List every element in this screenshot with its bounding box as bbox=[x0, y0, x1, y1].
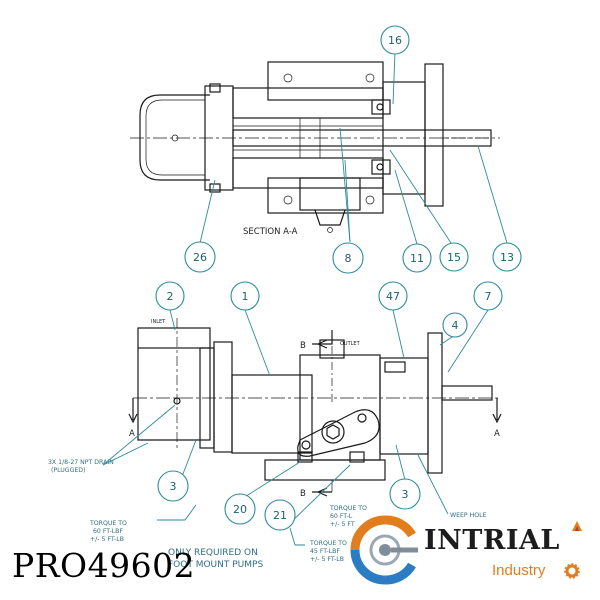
part-number: PRO49602 bbox=[12, 546, 196, 585]
brand-subtitle: Industry bbox=[492, 562, 546, 579]
torque-mid-line3: +/- 5 FT-LB bbox=[310, 556, 344, 563]
balloon-8: 8 bbox=[332, 242, 364, 274]
balloon-26: 26 bbox=[184, 241, 216, 273]
svg-text:8: 8 bbox=[345, 252, 352, 265]
section-mark-b-bottom: B bbox=[300, 489, 306, 499]
svg-text:26: 26 bbox=[193, 251, 207, 264]
torque-right-line3: +/- 5 FT bbox=[330, 521, 355, 528]
svg-text:1: 1 bbox=[242, 290, 249, 303]
balloon-13: 13 bbox=[492, 242, 522, 272]
drain-note-line2: (PLUGGED) bbox=[51, 467, 86, 474]
section-mark-b-top: B bbox=[300, 341, 306, 351]
torque-mid-line1: TORQUE TO bbox=[309, 540, 347, 547]
brand-logo: INTRIAL Industry bbox=[350, 515, 590, 585]
balloon-16: 16 bbox=[380, 25, 410, 55]
weep-hole-note: WEEP HOLE bbox=[450, 512, 487, 519]
balloon-3-left: 3 bbox=[157, 470, 189, 502]
outlet-label: OUTLET bbox=[340, 341, 361, 347]
inlet-label: INLET bbox=[151, 319, 166, 325]
torque-left-line1: TORQUE TO bbox=[89, 520, 127, 527]
balloon-20: 20 bbox=[224, 493, 256, 525]
gear-logo-icon bbox=[350, 515, 418, 585]
section-a-a-view: SECTION A-A 16 26 8 11 15 13 bbox=[130, 25, 522, 274]
svg-text:20: 20 bbox=[233, 503, 247, 516]
svg-text:16: 16 bbox=[388, 34, 402, 47]
balloon-3-right: 3 bbox=[389, 478, 421, 510]
foot-mount-note-line1: ONLY REQUIRED ON bbox=[168, 548, 258, 558]
balloon-7: 7 bbox=[473, 281, 503, 311]
svg-text:2: 2 bbox=[167, 290, 174, 303]
section-mark-a-left: A bbox=[129, 429, 135, 439]
svg-text:47: 47 bbox=[386, 290, 400, 303]
torque-left-line2: 60 FT-LBF bbox=[93, 528, 123, 535]
balloon-2: 2 bbox=[155, 281, 185, 311]
svg-text:13: 13 bbox=[500, 251, 514, 264]
balloon-4: 4 bbox=[442, 312, 468, 338]
balloon-21: 21 bbox=[264, 499, 296, 531]
foot-mount-note-line2: FOOT MOUNT PUMPS bbox=[168, 560, 263, 570]
svg-text:3: 3 bbox=[170, 480, 177, 493]
corner-mark-icon bbox=[572, 521, 582, 531]
torque-right-line2: 60 FT-L bbox=[330, 513, 353, 520]
balloon-11: 11 bbox=[402, 243, 432, 273]
torque-right-line1: TORQUE TO bbox=[329, 505, 367, 512]
svg-text:11: 11 bbox=[410, 252, 424, 265]
drain-note-line1: 3X 1/8-27 NPT DRAIN bbox=[48, 459, 114, 466]
balloon-47: 47 bbox=[378, 281, 408, 311]
svg-text:4: 4 bbox=[452, 319, 459, 332]
brand-name: INTRIAL bbox=[424, 525, 560, 556]
small-gear-icon bbox=[564, 563, 580, 579]
svg-text:3: 3 bbox=[402, 488, 409, 501]
section-mark-a-right: A bbox=[494, 429, 500, 439]
elevation-view: INLET OUTLET A A B bbox=[48, 281, 503, 570]
balloon-15: 15 bbox=[439, 242, 469, 272]
balloon-1: 1 bbox=[230, 281, 260, 311]
svg-text:7: 7 bbox=[485, 290, 492, 303]
torque-left-line3: +/- 5 FT-LB bbox=[90, 536, 124, 543]
section-title: SECTION A-A bbox=[243, 227, 298, 237]
svg-text:21: 21 bbox=[273, 509, 287, 522]
svg-text:15: 15 bbox=[447, 251, 461, 264]
torque-mid-line2: 45 FT-LBF bbox=[310, 548, 340, 555]
